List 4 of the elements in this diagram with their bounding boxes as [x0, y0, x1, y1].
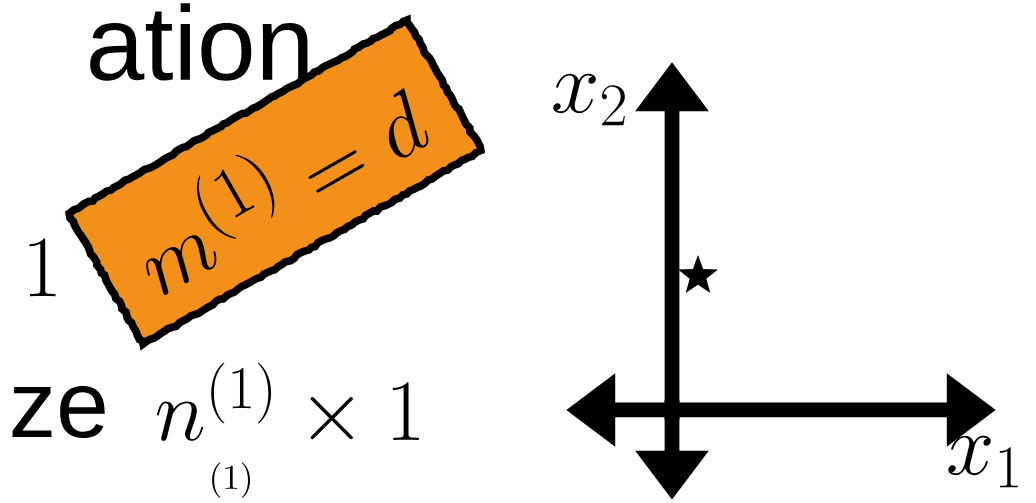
body-text: ze: [12, 385, 105, 438]
math-label: $^{(1)}$: [212, 462, 251, 498]
axis-label: $x_1$: [948, 435, 1018, 488]
axis-label: $x_2$: [553, 73, 625, 126]
